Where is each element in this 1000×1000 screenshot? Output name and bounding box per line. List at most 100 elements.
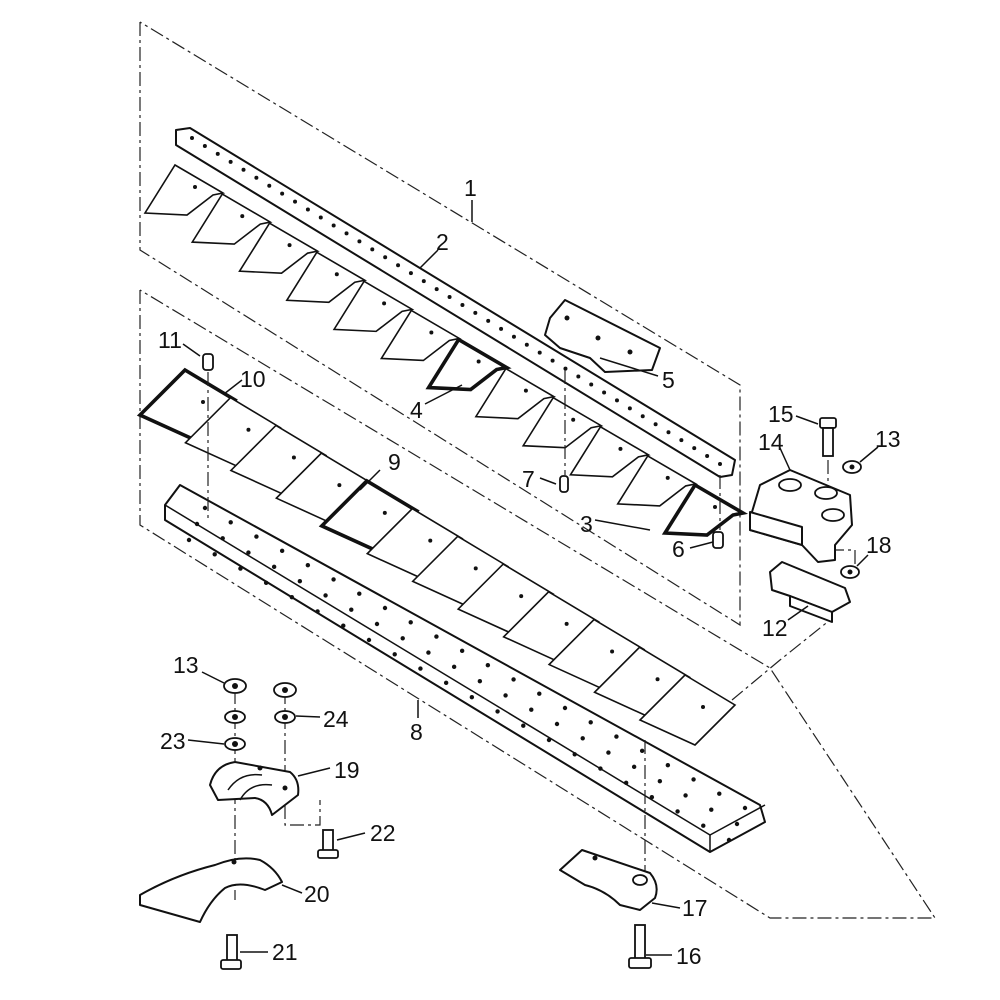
callout-5: 5 bbox=[662, 367, 675, 393]
callout-23: 23 bbox=[160, 728, 186, 754]
blade-hole bbox=[618, 446, 623, 451]
plate-hole bbox=[220, 536, 225, 541]
bar-hole bbox=[293, 199, 298, 204]
bar-hole bbox=[486, 318, 491, 323]
blade-hole bbox=[291, 455, 296, 460]
ledger-blade-row-lower bbox=[136, 367, 737, 746]
bar-hole bbox=[383, 255, 388, 260]
ledger-blade bbox=[638, 673, 737, 746]
knife-head bbox=[749, 469, 853, 563]
bolt-21 bbox=[220, 934, 242, 970]
plate-hole bbox=[341, 623, 346, 628]
plate-hole bbox=[263, 580, 269, 586]
clamp-19 bbox=[209, 761, 300, 816]
bar-hole bbox=[254, 175, 259, 180]
blade-hole bbox=[665, 475, 670, 480]
callout-labels: 1 2 3 4 5 6 7 8 9 10 11 12 13 13 14 15 1… bbox=[158, 175, 901, 969]
blade-hole bbox=[571, 417, 576, 422]
bar-hole bbox=[280, 191, 285, 196]
bar-hole bbox=[614, 398, 619, 403]
blade-hole bbox=[334, 272, 339, 277]
knife-section bbox=[190, 193, 273, 245]
callout-1: 1 bbox=[464, 175, 477, 201]
bracket-17 bbox=[559, 849, 658, 911]
callout-16: 16 bbox=[676, 943, 702, 969]
bar-hole bbox=[421, 279, 426, 284]
bar-hole bbox=[627, 406, 632, 411]
bar-hole bbox=[537, 350, 542, 355]
callout-4: 4 bbox=[410, 397, 423, 423]
nut-13-lower-b bbox=[273, 682, 297, 698]
nut-13-upper bbox=[842, 460, 862, 474]
skid-20 bbox=[139, 857, 283, 923]
assembly-outline-upper bbox=[139, 21, 741, 627]
plate-hole bbox=[614, 734, 619, 739]
plate-hole bbox=[554, 721, 560, 727]
bar-hole bbox=[692, 446, 697, 451]
bar-hole bbox=[202, 143, 207, 148]
knife-section bbox=[569, 425, 651, 478]
bar-hole bbox=[473, 310, 478, 315]
plate-hole bbox=[289, 594, 295, 600]
plate-hole bbox=[717, 791, 722, 796]
plate-hole bbox=[495, 709, 500, 714]
bar-hole bbox=[460, 302, 465, 307]
plate-hole bbox=[418, 666, 423, 671]
bar-hole bbox=[267, 183, 272, 188]
blade-hole bbox=[476, 359, 481, 364]
plate-hole bbox=[202, 505, 208, 511]
leader-lines bbox=[182, 200, 879, 956]
knife-section bbox=[474, 367, 557, 420]
blade-hole bbox=[246, 427, 251, 432]
plate-hole bbox=[305, 562, 311, 568]
blade-hole bbox=[713, 505, 717, 509]
callout-10: 10 bbox=[240, 366, 266, 392]
bar-hole bbox=[447, 295, 452, 300]
plate-hole bbox=[734, 821, 740, 827]
washer-24-a bbox=[224, 710, 246, 724]
plate-hole bbox=[546, 737, 552, 743]
bar-hole bbox=[241, 167, 246, 172]
blade-hole bbox=[193, 185, 197, 189]
plate-hole bbox=[477, 678, 483, 684]
bar-hole bbox=[705, 454, 710, 459]
bolt-22 bbox=[317, 829, 339, 859]
plate-hole bbox=[485, 662, 491, 668]
nut-13-lower-a bbox=[223, 678, 247, 694]
finger-bar-plate bbox=[164, 484, 766, 853]
blade-hole bbox=[655, 677, 660, 682]
callout-24: 24 bbox=[323, 706, 349, 732]
callout-20: 20 bbox=[304, 881, 330, 907]
plate-hole bbox=[374, 621, 380, 627]
blade-hole bbox=[337, 483, 342, 488]
callout-3: 3 bbox=[580, 511, 593, 537]
callout-7: 7 bbox=[522, 466, 535, 492]
callout-6: 6 bbox=[672, 536, 685, 562]
callout-9: 9 bbox=[388, 449, 401, 475]
plate-hole bbox=[443, 680, 449, 686]
callout-17: 17 bbox=[682, 895, 708, 921]
plate-hole bbox=[212, 552, 217, 557]
plate-hole bbox=[588, 720, 593, 725]
knife-section bbox=[521, 396, 604, 449]
callout-13-upper: 13 bbox=[875, 426, 901, 452]
blade-hole bbox=[429, 330, 434, 335]
callout-11: 11 bbox=[158, 327, 182, 353]
knife-head-plate bbox=[544, 299, 661, 373]
plate-hole bbox=[675, 809, 680, 814]
bar-hole bbox=[344, 231, 349, 236]
bar-hole bbox=[215, 151, 220, 156]
blade-hole bbox=[610, 649, 615, 654]
bar-hole bbox=[679, 438, 684, 443]
plate-hole bbox=[392, 652, 397, 657]
plate-hole bbox=[228, 520, 233, 525]
knife-head-guide bbox=[769, 561, 851, 623]
plate-hole bbox=[511, 677, 516, 682]
plate-hole bbox=[271, 564, 277, 570]
nut-18 bbox=[840, 565, 860, 579]
plate-hole bbox=[194, 521, 200, 527]
blade-hole bbox=[240, 214, 245, 219]
knife-section bbox=[379, 309, 462, 362]
rivet-11 bbox=[202, 353, 214, 371]
